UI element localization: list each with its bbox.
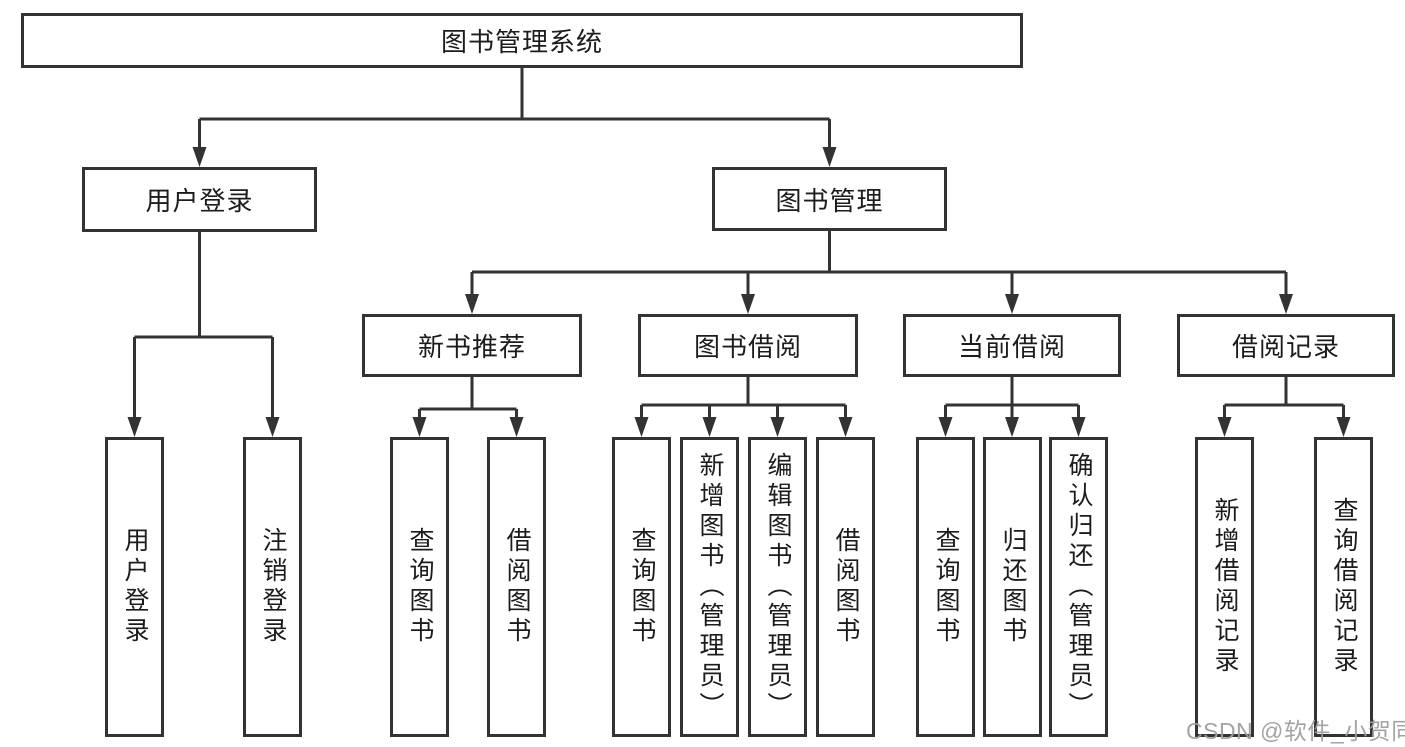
node-book-borrow: 图书借阅 bbox=[638, 314, 858, 377]
leaf-borrow-borrow-book: 借阅图书 bbox=[816, 437, 875, 737]
node-user-login: 用户登录 bbox=[82, 167, 317, 232]
node-book-management: 图书管理 bbox=[712, 167, 947, 231]
leaf-record-query-borrow-record: 查询借阅记录 bbox=[1314, 437, 1373, 737]
node-current-borrow: 当前借阅 bbox=[903, 314, 1121, 377]
leaf-recommend-borrow-book: 借阅图书 bbox=[487, 437, 546, 737]
node-new-book-recommend: 新书推荐 bbox=[362, 314, 582, 377]
leaf-current-return-book: 归还图书 bbox=[983, 437, 1042, 737]
node-system-root: 图书管理系统 bbox=[21, 13, 1023, 68]
leaf-borrow-add-book-admin: 新增图书（管理员） bbox=[680, 437, 739, 737]
leaf-user-login: 用户登录 bbox=[105, 437, 164, 737]
leaf-current-query-book: 查询图书 bbox=[916, 437, 975, 737]
leaf-logout-login: 注销登录 bbox=[243, 437, 302, 737]
leaf-current-confirm-return-admin: 确认归还（管理员） bbox=[1049, 437, 1108, 737]
leaf-borrow-query-book: 查询图书 bbox=[612, 437, 671, 737]
leaf-recommend-query-book: 查询图书 bbox=[390, 437, 449, 737]
csdn-watermark: CSDN @软件_小贺同学 bbox=[1186, 718, 1405, 744]
leaf-record-add-borrow-record: 新增借阅记录 bbox=[1195, 437, 1254, 737]
node-borrow-record: 借阅记录 bbox=[1177, 314, 1395, 377]
leaf-borrow-edit-book-admin: 编辑图书（管理员） bbox=[748, 437, 807, 737]
